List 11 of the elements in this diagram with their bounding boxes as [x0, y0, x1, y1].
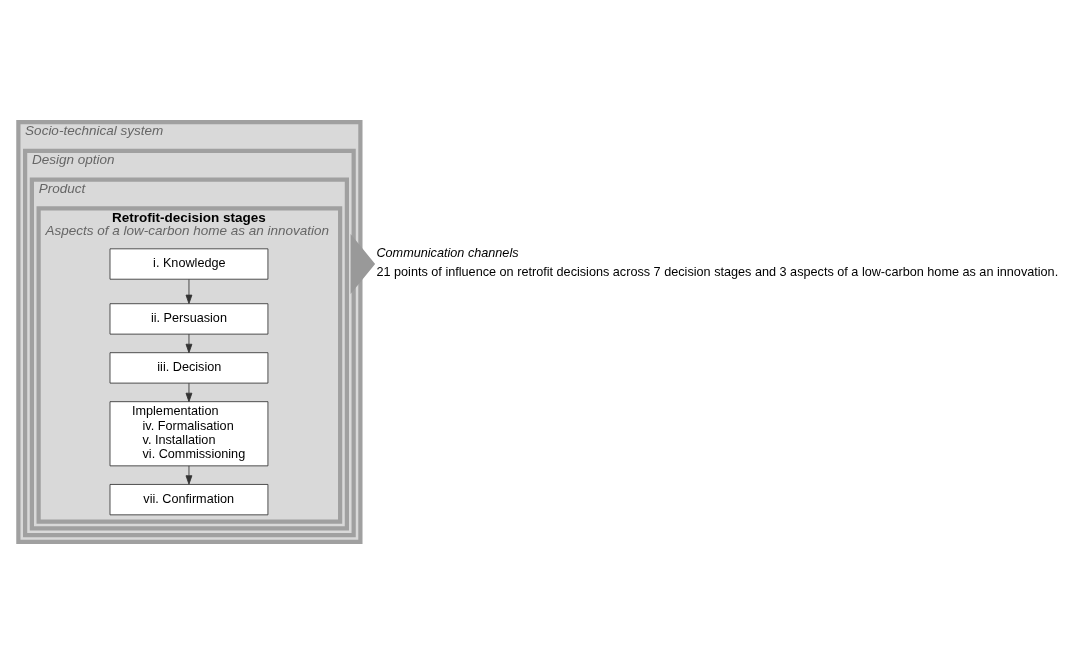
arrow: [185, 333, 193, 353]
arrow: [350, 233, 376, 294]
arrow: [185, 382, 193, 402]
node-box: Implementation iv. Formalisation v. Installation vi. Commissioning: [109, 400, 269, 466]
node-box: ii. Persuasion: [109, 302, 269, 335]
arrow: [185, 278, 193, 304]
arrow: [185, 465, 193, 485]
node-box: i. Knowledge: [109, 247, 269, 280]
node-box: iii. Decision: [109, 351, 269, 383]
node-text: Communication channels 21 points of influence on retrofit decisions across 7 decision stages and 3 aspects of a low-carbon home as an innovation.: [376, 245, 1059, 279]
node-box: vii. Confirmation: [109, 483, 269, 515]
